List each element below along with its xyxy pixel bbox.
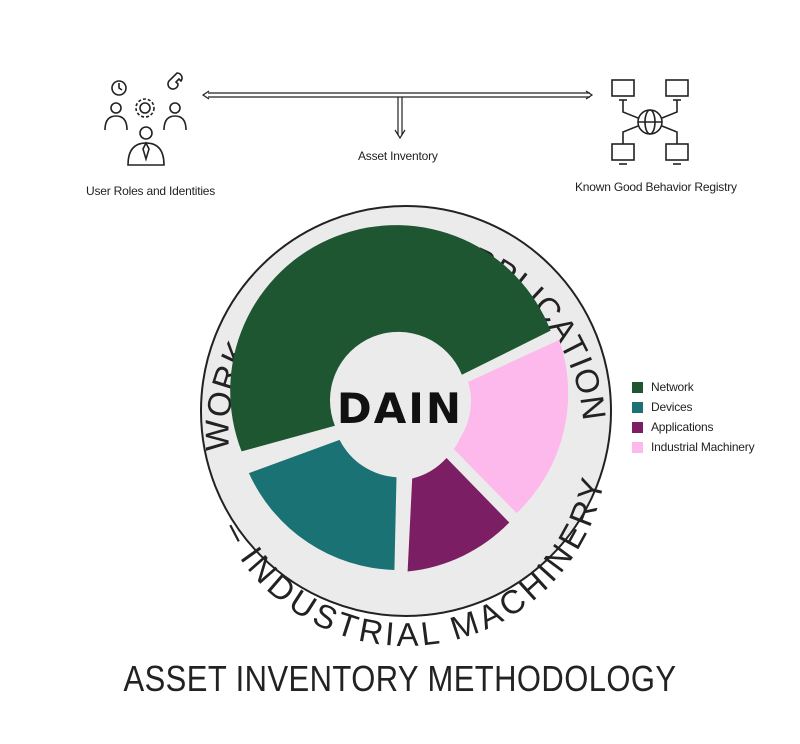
legend: Network Devices Applications Industrial … [632, 377, 755, 457]
legend-label: Industrial Machinery [651, 440, 755, 454]
center-hub [334, 345, 466, 477]
legend-label: Network [651, 380, 694, 394]
legend-swatch [632, 381, 643, 393]
legend-swatch [632, 421, 643, 433]
legend-swatch [632, 441, 643, 453]
legend-item-network: Network [632, 377, 754, 397]
segment-industrial-machinery [452, 339, 569, 514]
segment-devices [248, 439, 397, 570]
page-title: ASSET INVENTORY METHODOLOGY [123, 658, 677, 699]
registry-label: Known Good Behavior Registry [575, 180, 737, 194]
legend-item-devices: Devices [632, 397, 754, 417]
segment-applications [407, 458, 510, 572]
center-label: DAIN [337, 384, 463, 433]
asset-inventory-label: Asset Inventory [358, 149, 438, 163]
legend-item-applications: Applications [632, 417, 754, 437]
legend-swatch [632, 401, 643, 413]
segment-network [230, 225, 551, 452]
users-gears-icon [104, 72, 187, 166]
connector-arrows [201, 90, 594, 140]
legend-item-industrial-machinery: Industrial Machinery [632, 437, 755, 457]
network-globe-icon [611, 79, 689, 165]
legend-label: Devices [651, 400, 693, 414]
user-roles-label: User Roles and Identities [86, 184, 216, 198]
legend-label: Applications [651, 420, 714, 434]
